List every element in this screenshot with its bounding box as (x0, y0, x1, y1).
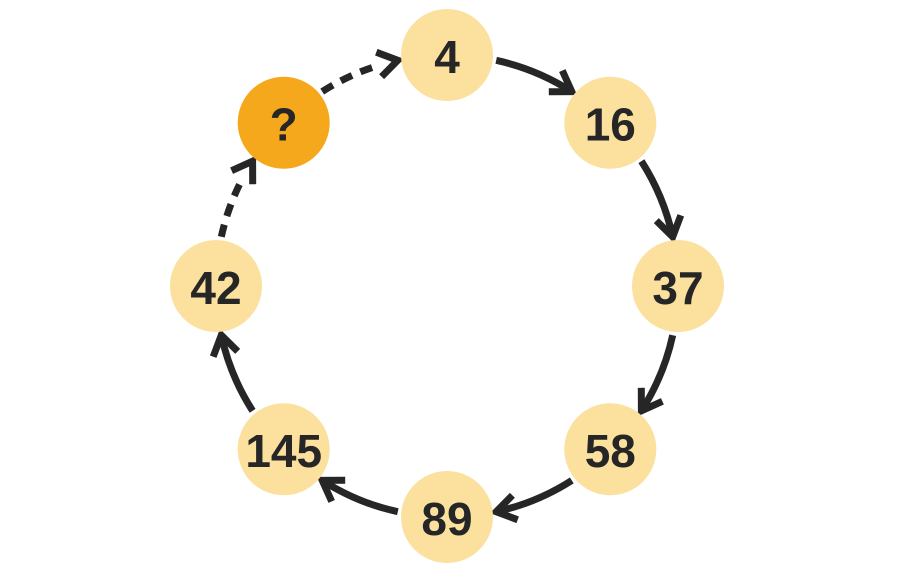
edge-145-to-42 (209, 328, 256, 413)
node-89: 89 (401, 471, 493, 563)
arrowhead-icon (637, 387, 664, 417)
arrowhead-icon (653, 214, 685, 244)
node-value-label: 37 (652, 262, 703, 314)
arrowhead-icon (230, 155, 257, 185)
arrowhead-icon (209, 328, 241, 358)
arrowhead-icon (316, 476, 346, 503)
arrowhead-icon (489, 492, 519, 524)
dashed-arrow-line (217, 175, 247, 238)
node-value-label: 89 (421, 493, 472, 545)
node-value-label: 58 (585, 425, 636, 477)
edge-37-to-58 (637, 334, 677, 417)
node-42: 42 (170, 240, 262, 332)
edge-4-to-16 (495, 56, 578, 96)
edge-42-to-? (217, 155, 257, 238)
arrowhead-icon (375, 48, 405, 80)
node-circle (564, 76, 657, 169)
node-circle (237, 403, 330, 496)
node-value-label: 42 (190, 262, 241, 314)
dashed-arrow-line (320, 61, 382, 95)
node-circle (564, 403, 657, 496)
node-value-label: ? (270, 99, 298, 151)
edge-16-to-37 (638, 159, 685, 244)
node-value-label: 145 (245, 425, 322, 477)
edge-?-to-4 (320, 48, 405, 95)
solid-arrow-line (320, 477, 399, 516)
node-value-label: 16 (585, 99, 636, 151)
node-58: 58 (564, 403, 657, 496)
solid-arrow-line (638, 334, 677, 413)
node-16: 16 (564, 76, 657, 169)
node-circle (170, 240, 262, 332)
node-145: 145 (237, 403, 330, 496)
solid-arrow-line (495, 56, 574, 95)
highlighted-node-circle (237, 76, 330, 169)
node-circle (401, 9, 493, 101)
node-4: 4 (401, 9, 493, 101)
node-question: ? (237, 76, 330, 169)
edge-58-to-89 (489, 477, 574, 524)
node-circle (632, 240, 724, 332)
node-value-label: 4 (434, 31, 460, 83)
node-circle (401, 471, 493, 563)
arrowhead-icon (548, 69, 578, 96)
edge-89-to-145 (316, 476, 399, 516)
node-37: 37 (632, 240, 724, 332)
